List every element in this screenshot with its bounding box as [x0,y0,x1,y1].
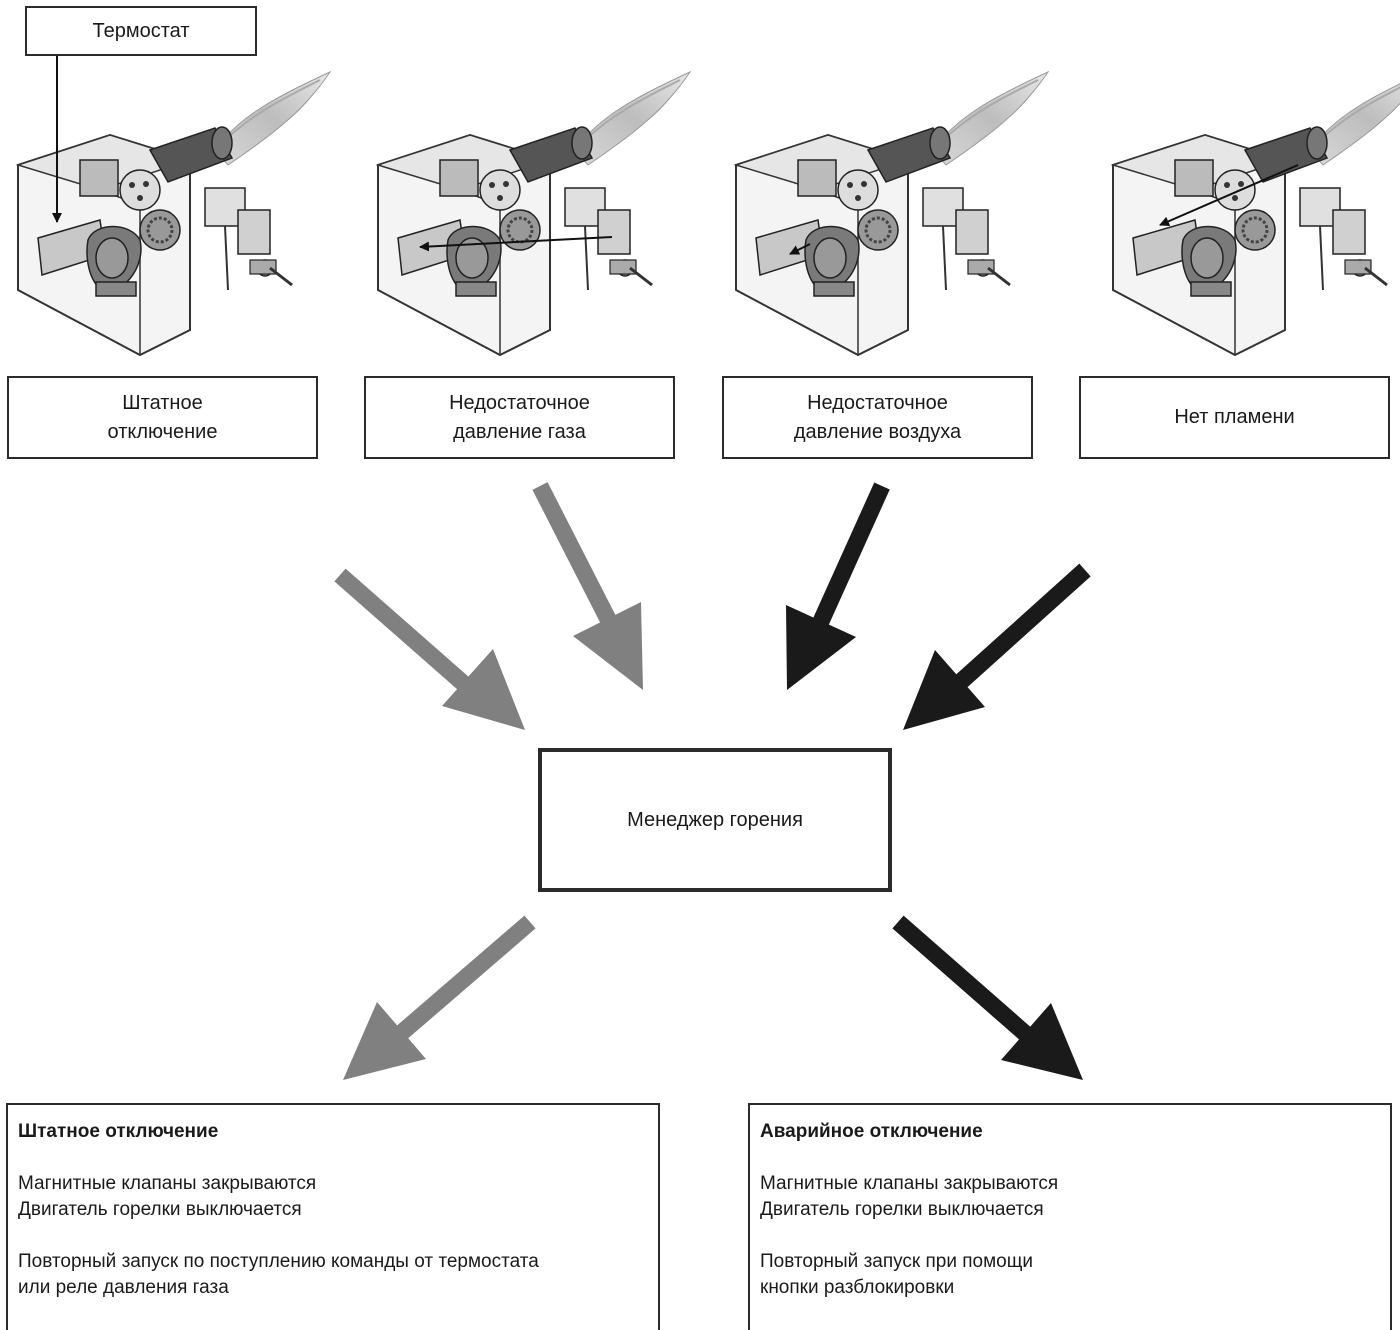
arrow-normal-stop [334,568,525,730]
state-label: Недостаточное давление воздуха [793,391,962,443]
result-line: Двигатель горелки выключается [18,1199,302,1220]
arrow-low-gas [532,482,643,690]
state-box-normal-stop: Штатное отключение [7,376,318,459]
result-title: Штатное отключение [18,1121,219,1142]
flame-sensor-indicator [1159,164,1299,226]
thermostat-label: Термостат [92,19,190,42]
result-line: Двигатель горелки выключается [760,1199,1044,1220]
result-title: Аварийное отключение [760,1121,983,1142]
result-line: Магнитные клапаны закрываются [760,1173,1059,1194]
burner-illustration-icon [16,70,332,357]
arrow-low-air [786,482,890,690]
burner-illustration-icon [1111,70,1400,357]
result-box-normal-shutdown: Штатное отключение Магнитные клапаны зак… [6,1103,660,1330]
spacer [760,1223,1380,1249]
thermostat-label-box: Термостат [25,6,257,56]
state-box-low-air-pressure: Недостаточное давление воздуха [722,376,1033,459]
result-box-emergency-shutdown: Аварийное отключение Магнитные клапаны з… [748,1103,1392,1330]
burner-illustration-icon [734,70,1050,357]
state-box-no-flame: Нет пламени [1079,376,1390,459]
manager-label: Менеджер горения [627,808,803,831]
result-line: Повторный запуск при помощи [760,1251,1033,1272]
state-label: Штатное отключение [107,391,218,443]
combustion-manager-box: Менеджер горения [538,748,892,892]
result-line: или реле давления газа [18,1277,229,1298]
state-box-low-gas-pressure: Недостаточное давление газа [364,376,675,459]
arrow-to-normal-result [343,915,536,1080]
result-line: кнопки разблокировки [760,1277,955,1298]
burner-illustration-icon [376,70,692,357]
arrow-no-flame [903,563,1091,730]
state-label: Нет пламени [1174,406,1295,428]
air-pressure-indicator [789,243,811,255]
gas-pressure-indicator [419,236,613,252]
result-line: Повторный запуск по поступлению команды … [18,1251,539,1272]
spacer [18,1223,648,1249]
arrow-to-emergency-result [892,915,1083,1080]
result-line: Магнитные клапаны закрываются [18,1173,317,1194]
state-label: Недостаточное давление газа [449,391,590,443]
